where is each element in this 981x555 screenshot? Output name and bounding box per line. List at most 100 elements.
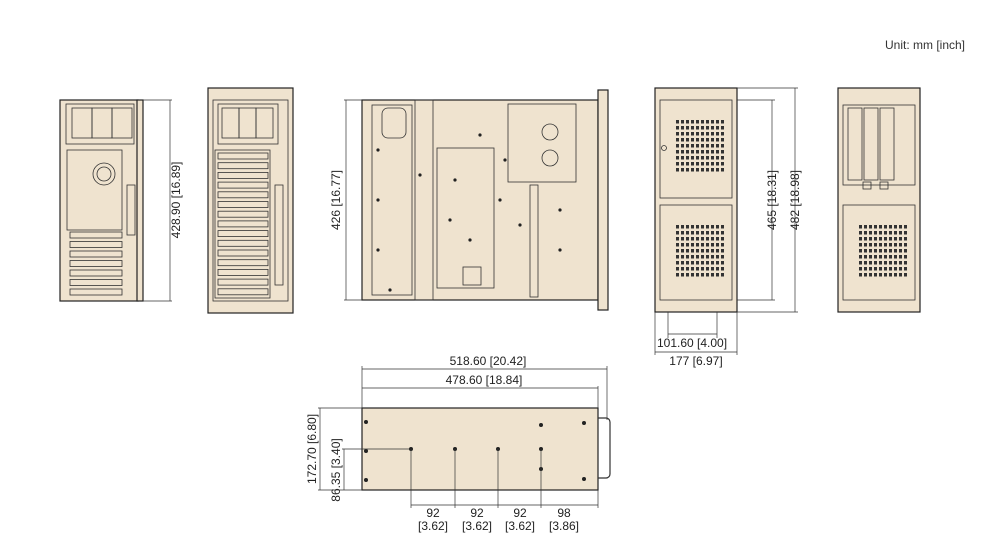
vent-hole xyxy=(904,255,907,259)
vent-hole xyxy=(706,249,709,253)
vent-hole xyxy=(711,261,714,265)
vent-hole xyxy=(894,255,897,259)
vent-hole xyxy=(691,150,694,154)
vent-hole xyxy=(696,138,699,142)
rear-view-slots xyxy=(207,87,294,314)
spacing-mm-2: 92 xyxy=(470,506,484,520)
vent-hole xyxy=(874,261,877,265)
vent-hole xyxy=(681,126,684,130)
vent-hole xyxy=(681,132,684,136)
vent-hole xyxy=(701,132,704,136)
vent-hole xyxy=(869,249,872,253)
vent-hole xyxy=(696,132,699,136)
vent-hole xyxy=(686,225,689,229)
screw-hole xyxy=(376,198,380,202)
vent-hole xyxy=(859,267,862,271)
slot xyxy=(217,259,269,267)
vent-hole xyxy=(894,237,897,241)
front-view: 465 [18.31] 482 [18.98] 101.60 [4.00] 17… xyxy=(654,87,802,368)
front-height-482-dimension: 482 [18.98] xyxy=(788,170,802,230)
vent-hole xyxy=(706,267,709,271)
vent-hole xyxy=(696,120,699,124)
vent-hole xyxy=(894,243,897,247)
vent-hole xyxy=(859,273,862,277)
side-view: 518.60 [20.42] 478.60 [18.84] 172.70 [6.… xyxy=(305,354,611,533)
vent-hole xyxy=(716,120,719,124)
vent-hole xyxy=(681,168,684,172)
vent-hole xyxy=(721,225,724,229)
vent-hole xyxy=(676,237,679,241)
vent-hole xyxy=(686,255,689,259)
front-view-bays xyxy=(837,87,921,313)
top-depth-dimension: 426 [16.77] xyxy=(329,170,343,230)
vent-hole xyxy=(904,231,907,235)
vent-hole xyxy=(864,261,867,265)
vent-hole xyxy=(859,237,862,241)
vent-hole xyxy=(701,126,704,130)
vent-hole xyxy=(879,243,882,247)
vent-hole xyxy=(701,156,704,160)
vent-hole xyxy=(696,261,699,265)
vent-hole xyxy=(859,255,862,259)
vent-hole xyxy=(686,168,689,172)
vent-hole xyxy=(691,120,694,124)
vent-hole xyxy=(681,138,684,142)
vent-hole xyxy=(904,267,907,271)
vent-hole xyxy=(874,231,877,235)
vent-hole xyxy=(701,237,704,241)
vent-hole xyxy=(681,267,684,271)
vent-hole xyxy=(721,120,724,124)
vent-hole xyxy=(894,225,897,229)
vent-hole xyxy=(681,273,684,277)
spacing-inch-2: [3.62] xyxy=(462,519,492,533)
vent-hole xyxy=(869,261,872,265)
screw-hole xyxy=(503,158,507,162)
vent-hole xyxy=(879,261,882,265)
vent-hole xyxy=(864,237,867,241)
vent-hole xyxy=(899,273,902,277)
slot xyxy=(217,239,269,247)
vent-hole xyxy=(879,231,882,235)
vent-hole xyxy=(696,267,699,271)
vent-hole xyxy=(691,144,694,148)
vent-hole xyxy=(696,156,699,160)
vent-hole xyxy=(721,249,724,253)
vent-hole xyxy=(701,168,704,172)
vent-hole xyxy=(721,231,724,235)
vent-hole xyxy=(716,243,719,247)
slot xyxy=(217,288,269,296)
vent-hole xyxy=(721,126,724,130)
vent-hole xyxy=(864,231,867,235)
vent-hole xyxy=(686,273,689,277)
vent-hole xyxy=(864,243,867,247)
vent-hole xyxy=(691,231,694,235)
vent-hole xyxy=(884,237,887,241)
vent-hole xyxy=(721,255,724,259)
spacing-inch-4: [3.86] xyxy=(549,519,579,533)
slot xyxy=(217,278,269,286)
vent-hole xyxy=(706,144,709,148)
slot xyxy=(69,288,123,296)
vent-hole xyxy=(691,273,694,277)
vent-hole xyxy=(681,261,684,265)
vent-hole xyxy=(716,156,719,160)
slot xyxy=(217,201,269,208)
vent-hole xyxy=(879,225,882,229)
vent-hole xyxy=(711,249,714,253)
vent-hole xyxy=(879,249,882,253)
slot xyxy=(217,210,269,218)
vent-hole xyxy=(716,225,719,229)
vent-hole xyxy=(711,132,714,136)
vent-hole xyxy=(706,231,709,235)
screw-hole xyxy=(518,223,522,227)
vent-hole xyxy=(711,162,714,166)
vent-hole xyxy=(894,231,897,235)
vent-hole xyxy=(899,249,902,253)
vent-hole xyxy=(874,243,877,247)
vent-hole xyxy=(711,168,714,172)
vent-hole xyxy=(889,225,892,229)
vent-hole xyxy=(864,255,867,259)
vent-hole xyxy=(696,225,699,229)
vent-hole xyxy=(681,150,684,154)
vent-hole xyxy=(701,273,704,277)
